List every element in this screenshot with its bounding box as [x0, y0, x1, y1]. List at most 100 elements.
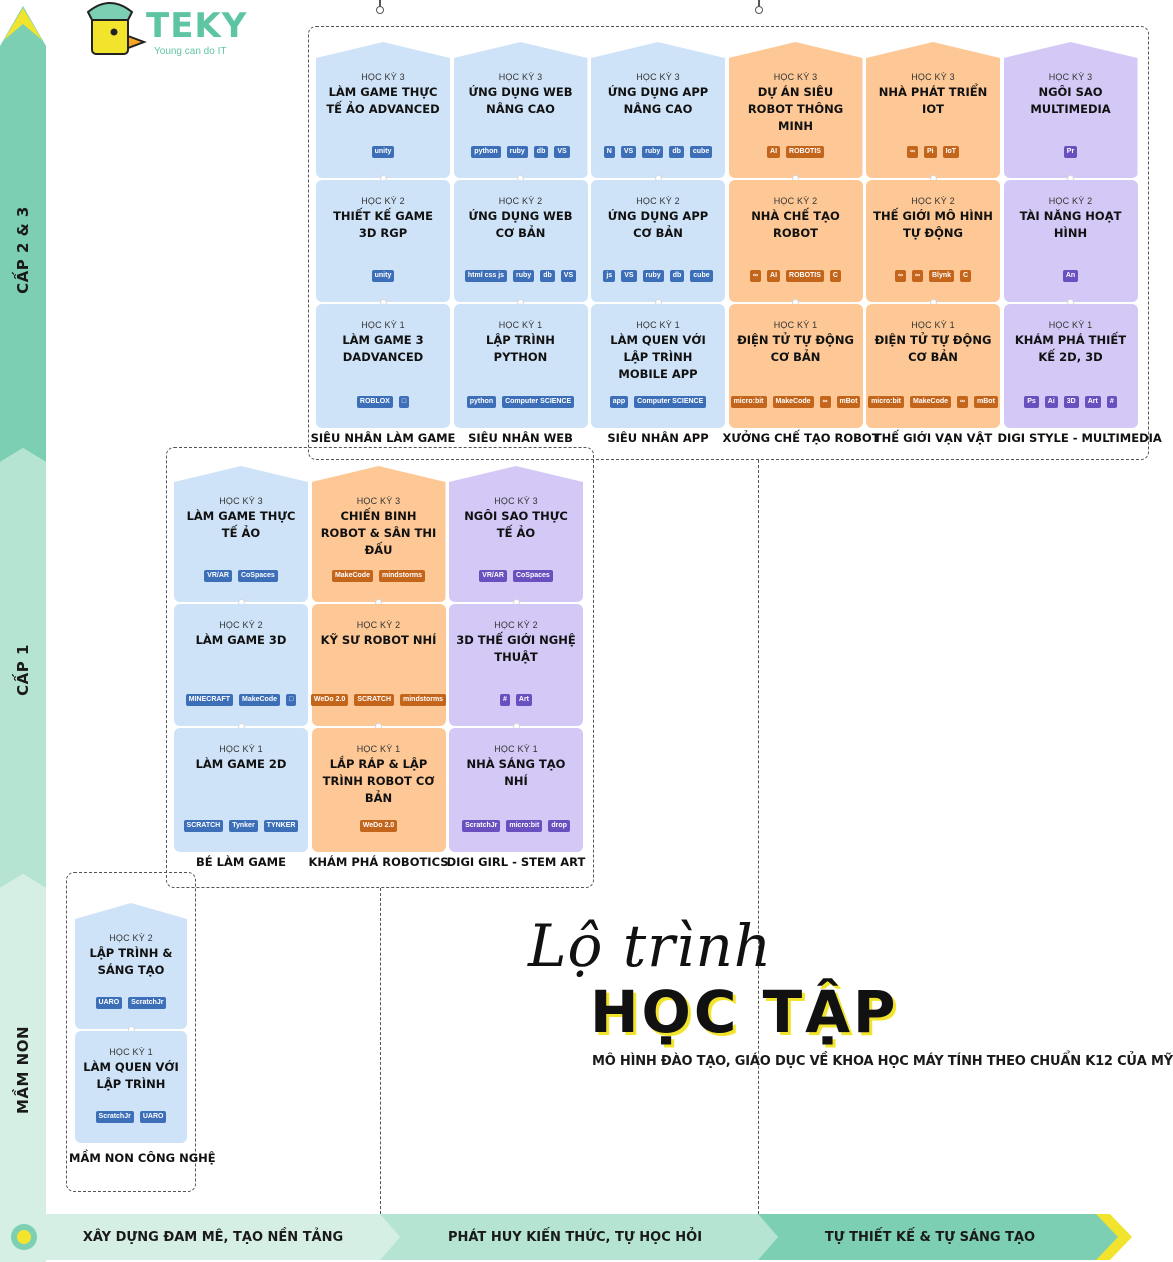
stage-3: TỰ THIẾT KẾ & TỰ SÁNG TẠO [824, 1229, 1036, 1245]
tool-logo-icon: AI [767, 146, 781, 158]
track-title: XƯỞNG CHẾ TẠO ROBOT [722, 431, 880, 445]
tool-logo-icon: MakeCode [772, 396, 814, 408]
course-name: THIẾT KẾ GAME 3D RGP [333, 209, 433, 240]
course-term: HỌC KỲ 3 [498, 72, 543, 82]
course-name: NGÔI SAO THỰC TẾ ẢO [464, 509, 568, 540]
tool-logo-icon: Tynker [229, 820, 258, 832]
course-term: HỌC KỲ 3 [494, 496, 538, 506]
tool-logo-icon: mindstorms [378, 570, 426, 582]
course-term: HỌC KỲ 2 [636, 196, 680, 206]
tool-logo-icon: □ [286, 694, 297, 706]
tool-logo-icon: MakeCode [331, 570, 373, 582]
tool-logo-icon: unity [371, 270, 395, 282]
tool-logo-icon: UARO [139, 1111, 167, 1123]
tool-logo-icon: ∞ [906, 146, 918, 158]
tool-logos: Pr [1004, 146, 1138, 158]
divider-line-1 [380, 888, 381, 1214]
tool-logos: unity [316, 146, 450, 158]
tool-logo-icon: 3D [1063, 396, 1079, 408]
pin-right [755, 0, 763, 14]
tool-logo-icon: Ps [1024, 396, 1039, 408]
course-term: HỌC KỲ 2 [494, 620, 538, 630]
course-term: HỌC KỲ 1 [911, 320, 955, 330]
course-term: HỌC KỲ 1 [636, 320, 680, 330]
course-name: LÀM GAME THỰC TẾ ẢO [186, 509, 296, 540]
tool-logo-icon: WeDo 2.0 [359, 820, 398, 832]
tool-logo-icon: MINECRAFT [185, 694, 233, 706]
tool-logo-icon: db [669, 146, 684, 158]
brand-name: TEKY [146, 6, 248, 46]
course-term: HỌC KỲ 3 [361, 72, 405, 82]
track-title: THẾ GIỚI VẠN VẬT [873, 431, 993, 445]
tool-logo-icon: ∞ [750, 270, 762, 282]
tool-logo-icon: Art [515, 694, 533, 706]
course-name: TÀI NĂNG HOẠT HÌNH [1019, 209, 1122, 240]
upper-frame [308, 26, 1149, 460]
course-term: HỌC KỲ 3 [1048, 72, 1093, 82]
course-name: ĐIỆN TỬ TỰ ĐỘNG CƠ BẢN [874, 333, 992, 364]
tool-logo-icon: Blynk [928, 270, 954, 282]
course-term: HỌC KỲ 1 [361, 320, 405, 330]
tool-logo-icon: CoSpaces [512, 570, 553, 582]
track-title: SIÊU NHÂN WEB [468, 431, 573, 445]
tool-logo-icon: CoSpaces [237, 570, 278, 582]
tool-logos: MakeCode mindstorms [312, 570, 446, 582]
tool-logo-icon: db [669, 270, 685, 282]
track-title: DIGI GIRL - STEM ART [446, 855, 586, 869]
course-name: ỨNG DỤNG APP NÂNG CAO [607, 85, 709, 116]
tool-logo-icon: ROBOTIS [786, 270, 824, 282]
course-name: LẮP RÁP & LẬP TRÌNH ROBOT CƠ BẢN [322, 757, 435, 805]
course-name: LÀM QUEN VỚI LẬP TRÌNH MOBILE APP [610, 333, 706, 381]
course-name: NHÀ CHẾ TẠO ROBOT [751, 209, 840, 240]
tool-logo-icon: ScratchJr [95, 1111, 134, 1123]
level-label-upper: CẤP 2 & 3 [14, 206, 33, 294]
tool-logo-icon: Pr [1063, 146, 1078, 158]
brand-slogan: Young can do IT [154, 46, 227, 57]
course-name: ỨNG DỤNG APP CƠ BẢN [607, 209, 709, 240]
track-title: SIÊU NHÂN APP [607, 431, 709, 445]
course-name: LÀM GAME 3D [195, 633, 287, 647]
course-name: ĐIỆN TỬ TỰ ĐỘNG CƠ BẢN [737, 333, 854, 364]
band-top-chevron [4, 8, 42, 40]
headline-script: Lộ trình [528, 912, 773, 980]
course-name: LÀM GAME 2D [195, 757, 287, 771]
tool-logo-icon: SCRATCH [354, 694, 395, 706]
tool-logo-icon: Computer SCIENCE [502, 396, 575, 408]
course-term: HỌC KỲ 1 [1048, 320, 1093, 330]
tool-logo-icon: WeDo 2.0 [310, 694, 349, 706]
course-name: LÀM GAME THỰC TẾ ẢO ADVANCED [326, 85, 440, 116]
tool-logos: #Art [449, 694, 583, 706]
kinder-frame [66, 872, 196, 1192]
tool-logo-icon: SCRATCH [183, 820, 224, 832]
tool-logo-icon: Pi [923, 146, 937, 158]
course-name: NGÔI SAO MULTIMEDIA [1030, 85, 1111, 116]
course-name: LÀM QUEN VỚI LẬP TRÌNH [83, 1060, 179, 1091]
tool-logo-icon: Ai [1044, 396, 1058, 408]
track-title: BÉ LÀM GAME [196, 855, 286, 869]
course-name: 3D THẾ GIỚI NGHỆ THUẬT [456, 633, 576, 664]
track-title: MẦM NON CÔNG NGHỆ [69, 1151, 216, 1165]
tool-logo-icon: ScratchJr [462, 820, 501, 832]
track-title: DIGI STYLE - MULTIMEDIA [997, 431, 1162, 445]
course-name: ỨNG DỤNG WEB NÂNG CAO [468, 85, 573, 116]
